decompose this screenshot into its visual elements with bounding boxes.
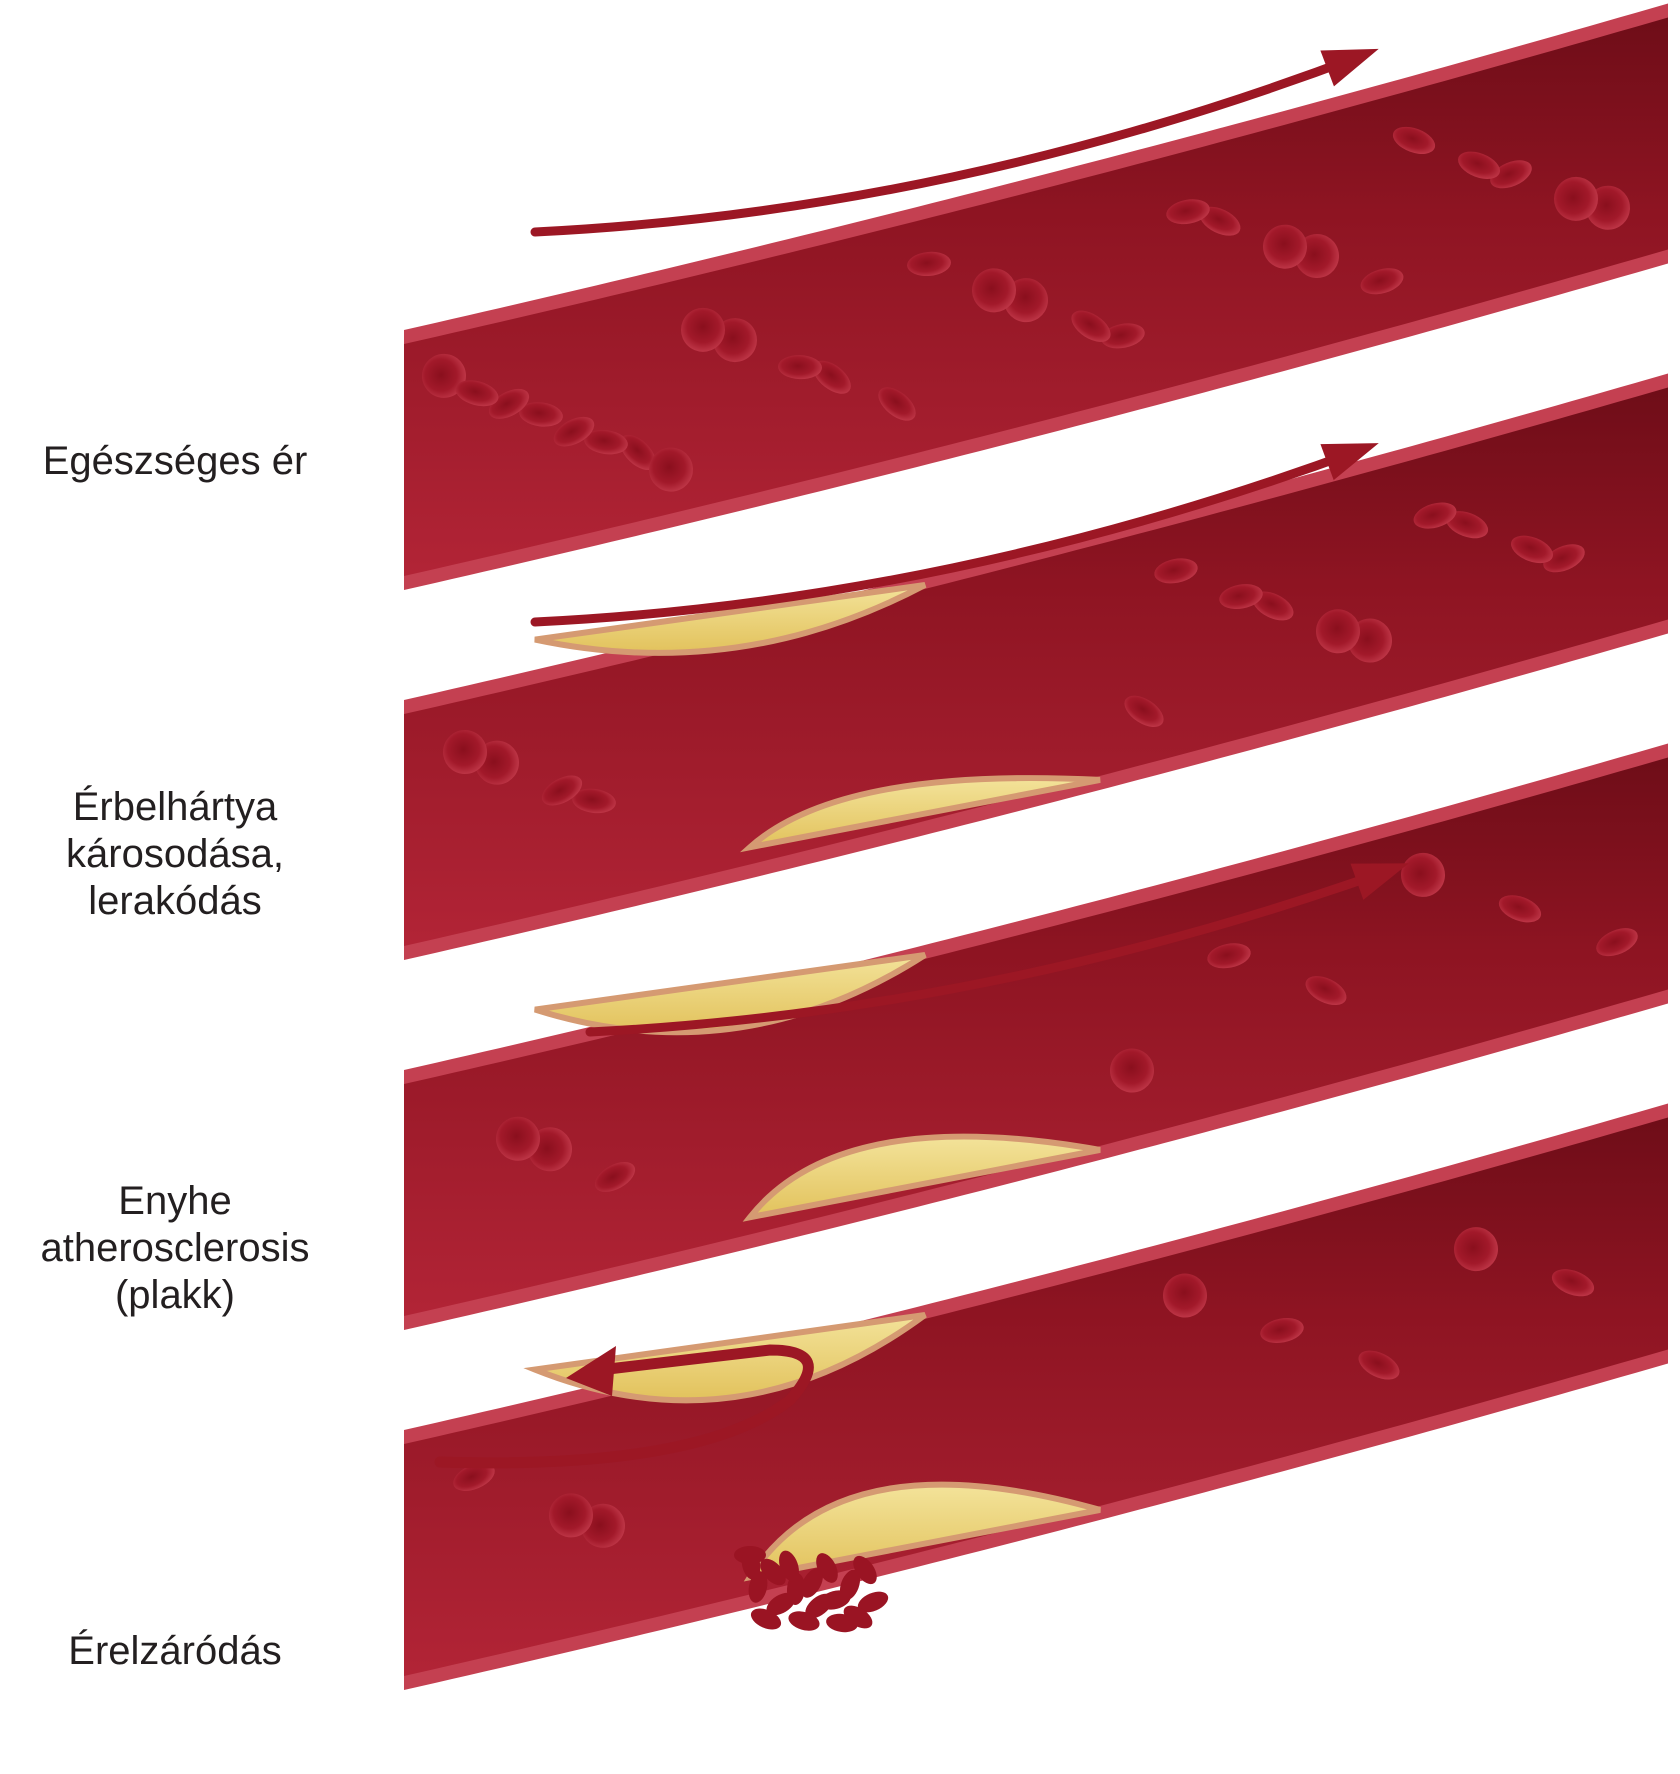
arrow-head: [1320, 49, 1378, 86]
